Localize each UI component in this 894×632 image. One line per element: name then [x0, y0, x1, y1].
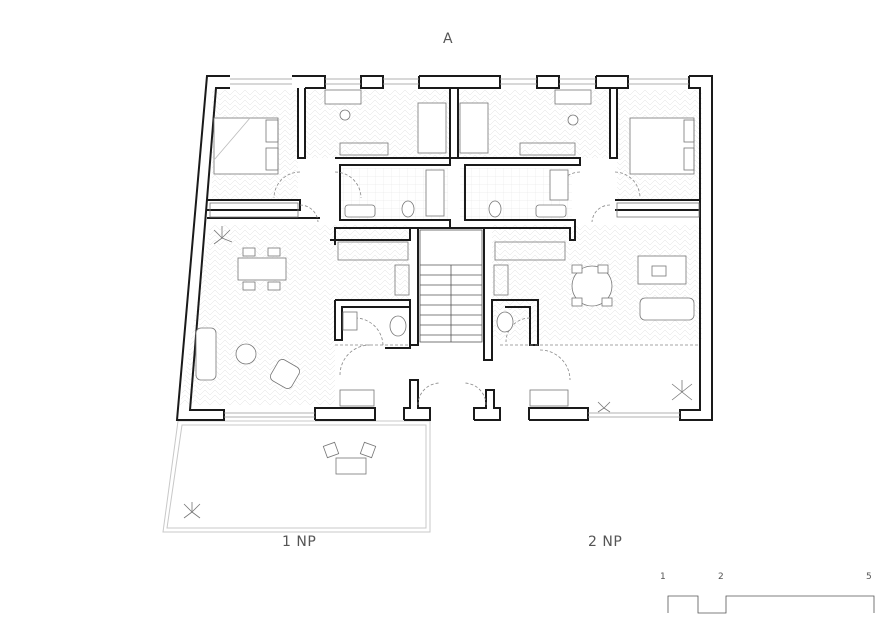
dining-table	[237, 257, 287, 281]
bed-right	[629, 117, 695, 175]
staircase	[419, 229, 483, 343]
windows	[224, 78, 689, 418]
bed-left	[213, 117, 279, 175]
sofa-left	[195, 327, 217, 381]
plants	[183, 226, 693, 519]
section-mark: A	[443, 31, 453, 47]
terrace	[162, 420, 431, 533]
floor-label-2np: 2 NP	[588, 534, 623, 550]
scale-bar	[667, 595, 875, 614]
sofa-right	[639, 297, 695, 321]
floor-label-1np: 1 NP	[282, 534, 317, 550]
round-table	[571, 265, 613, 307]
scale-tick-1: 1	[660, 572, 666, 582]
scale-tick-2: 2	[718, 572, 724, 582]
furniture	[195, 89, 700, 475]
exterior-walls	[175, 75, 713, 421]
scale-tick-5: 5	[866, 572, 872, 582]
